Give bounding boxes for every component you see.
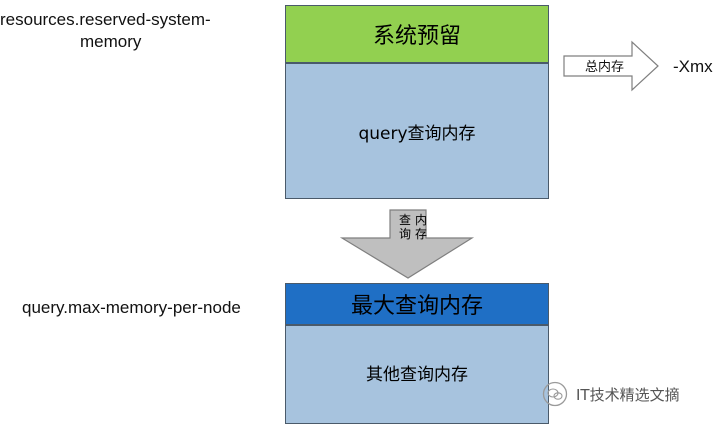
reserved-property-label-line2: memory — [80, 32, 142, 51]
other-query-memory-label: 其他查询内存 — [366, 364, 468, 385]
system-reserved-label: 系统预留 — [372, 24, 461, 49]
total-memory-label: 总内存 — [585, 60, 625, 75]
down-arrow-shape — [339, 209, 475, 279]
query-memory-down-arrow — [339, 209, 475, 279]
total-memory-arrow-shape — [563, 40, 659, 92]
down-arrow-text-col2: 内存 — [414, 213, 427, 241]
system-reserved-box: 系统预留 — [285, 5, 549, 63]
watermark: IT技术精选文摘 — [542, 381, 680, 407]
reserved-property-label-line1: resources.reserved-system- — [0, 10, 211, 29]
query-memory-label: query查询内存 — [358, 123, 476, 144]
watermark-text: IT技术精选文摘 — [576, 385, 680, 404]
xmx-label: -Xmx — [673, 57, 713, 76]
max-query-memory-box: 最大查询内存 — [285, 283, 549, 325]
max-query-memory-label: 最大查询内存 — [350, 294, 483, 319]
wechat-icon — [542, 381, 568, 407]
max-memory-property-label: query.max-memory-per-node — [22, 298, 241, 317]
down-arrow-text-col1: 查询 — [398, 213, 411, 241]
other-query-memory-box: 其他查询内存 — [285, 325, 549, 424]
query-memory-box: query查询内存 — [285, 63, 549, 199]
total-memory-arrow — [563, 40, 659, 92]
